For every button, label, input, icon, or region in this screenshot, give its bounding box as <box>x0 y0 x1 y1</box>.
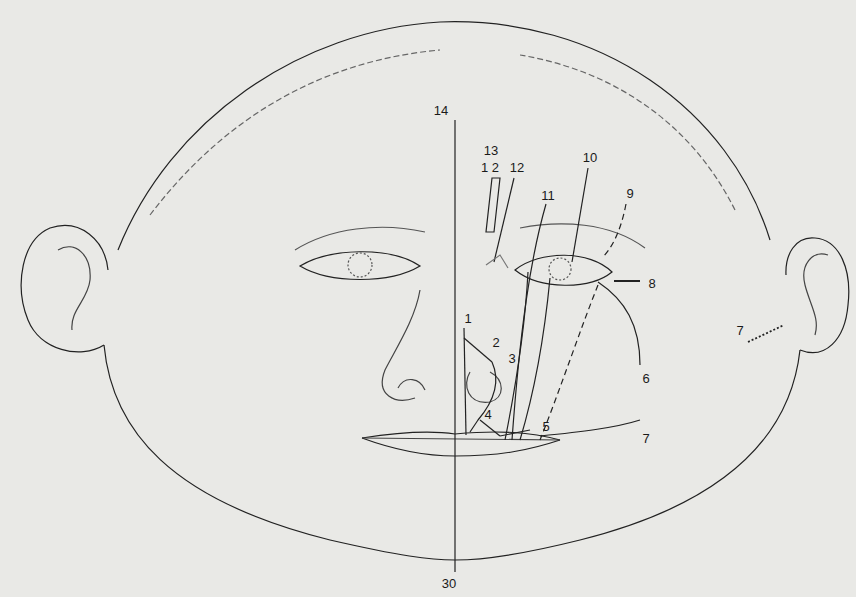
callout-number: 4 <box>483 407 492 422</box>
incision-9 <box>540 204 626 440</box>
incision-band <box>520 278 550 440</box>
upper-lip <box>362 432 560 440</box>
right-iris <box>549 258 571 280</box>
medial-canthus-hatch <box>486 255 508 268</box>
midline <box>454 120 455 572</box>
incision-7-ear <box>748 325 784 342</box>
hairline <box>520 55 735 210</box>
hairline <box>150 50 440 215</box>
callout-number: 10 <box>582 150 598 165</box>
incision-10 <box>572 168 588 262</box>
callout-number: 12 <box>509 160 525 175</box>
right-ear <box>786 238 849 353</box>
right-eyebrow <box>520 224 645 248</box>
incision-4 <box>480 420 500 436</box>
callout-number: 14 <box>433 103 449 118</box>
left-eye <box>300 252 420 280</box>
incision-13 <box>486 178 500 232</box>
incision-band <box>505 272 528 440</box>
incision-3 <box>470 362 496 432</box>
callout-number: 1 2 <box>480 160 500 175</box>
incision-6 <box>598 282 640 365</box>
head-outline <box>118 22 770 250</box>
callout-number: 7 <box>735 323 744 338</box>
callout-number: 11 <box>540 188 556 203</box>
left-eyebrow <box>295 227 425 250</box>
callout-number: 9 <box>625 186 634 201</box>
lip-line <box>362 438 560 440</box>
left-iris <box>348 253 372 277</box>
incision-8 <box>614 280 640 282</box>
callout-number: 6 <box>641 371 650 386</box>
callout-number: 13 <box>483 143 499 158</box>
incision-5 <box>500 430 530 436</box>
callout-number: 5 <box>541 419 550 434</box>
callout-number: 7 <box>641 431 650 446</box>
callout-number: 8 <box>647 276 656 291</box>
left-ear-inner <box>58 247 90 330</box>
incision-2 <box>464 338 492 362</box>
right-ear-inner <box>804 254 828 335</box>
left-ear <box>21 226 108 352</box>
callout-number: 30 <box>441 576 457 591</box>
callout-number: 3 <box>507 351 516 366</box>
incision-12 <box>494 178 514 262</box>
jaw-outline <box>104 345 800 560</box>
incision-1 <box>464 328 466 435</box>
lower-lip <box>362 438 560 456</box>
callout-number: 1 <box>463 311 472 326</box>
callout-number: 2 <box>491 335 500 350</box>
incision-7 <box>540 420 640 436</box>
left-nostril <box>398 380 425 390</box>
